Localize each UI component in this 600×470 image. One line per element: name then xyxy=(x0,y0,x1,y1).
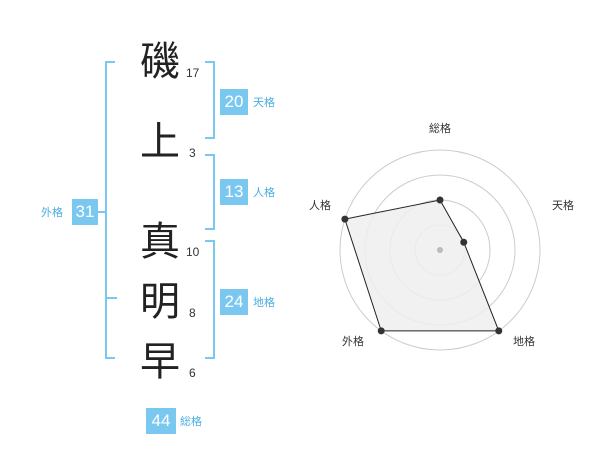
jinkaku-value: 13 xyxy=(220,179,248,205)
tenkaku-value: 20 xyxy=(220,89,248,115)
chikaku-value: 24 xyxy=(220,289,248,315)
radar-axis-label-2: 天格 xyxy=(552,198,574,212)
radar-point-3 xyxy=(495,327,503,335)
radar-point-5 xyxy=(341,215,349,223)
gaikaku-bracket xyxy=(105,61,115,359)
stroke-count-3: 10 xyxy=(186,245,200,259)
jinkaku-bracket xyxy=(205,154,215,230)
stroke-count-2: 3 xyxy=(189,146,196,160)
tenkaku-label: 天格 xyxy=(253,96,275,109)
name-char-1: 磯 xyxy=(140,39,180,85)
radar-point-1 xyxy=(436,196,444,204)
radar-point-2 xyxy=(460,238,468,246)
radar-axis-label-1: 総格 xyxy=(429,121,451,135)
chikaku-label: 地格 xyxy=(253,296,275,309)
name-char-4: 明 xyxy=(140,279,180,325)
radar-center-dot xyxy=(437,247,443,253)
name-char-2: 上 xyxy=(140,119,180,165)
jinkaku-label: 人格 xyxy=(253,186,275,199)
stroke-count-4: 8 xyxy=(189,306,196,320)
chikaku-bracket xyxy=(205,240,215,359)
name-char-5: 早 xyxy=(140,339,180,385)
radar-axis-label-4: 外格 xyxy=(342,334,364,348)
stroke-count-5: 6 xyxy=(189,366,196,380)
soukaku-value: 44 xyxy=(146,408,176,434)
gaikaku-value: 31 xyxy=(72,199,98,225)
name-char-3: 真 xyxy=(140,219,180,265)
gaikaku-bracket-tick xyxy=(105,297,117,299)
stroke-count-1: 17 xyxy=(186,66,200,80)
radar-series-polygon xyxy=(344,199,500,332)
tenkaku-bracket xyxy=(205,61,215,139)
radar-axis-label-5: 人格 xyxy=(309,198,331,212)
gaikaku-label: 外格 xyxy=(41,206,63,219)
radar-axis-label-3: 地格 xyxy=(513,334,535,348)
gaikaku-bracket-stem xyxy=(98,211,106,213)
soukaku-label: 総格 xyxy=(180,415,202,428)
radar-grid-ring xyxy=(339,149,541,351)
radar-point-4 xyxy=(377,327,385,335)
